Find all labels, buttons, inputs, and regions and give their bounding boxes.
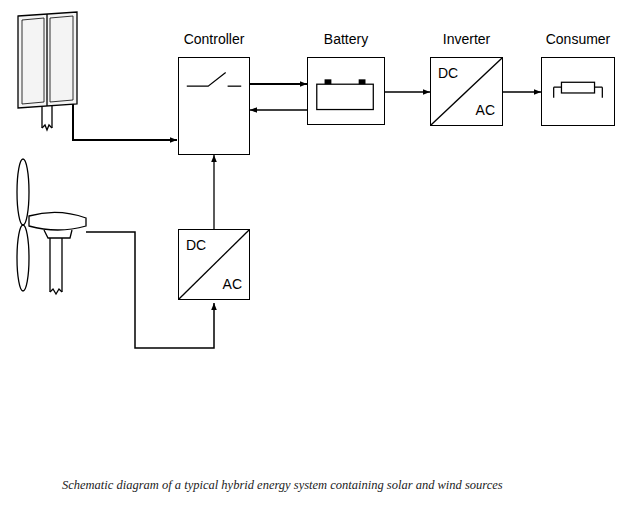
flow-arrow (250, 109, 307, 110)
battery-box: Battery (307, 57, 385, 125)
solar-wire (73, 104, 177, 140)
box-heading: Controller (184, 31, 245, 47)
box-heading: Inverter (443, 31, 490, 47)
controller-box: Controller (178, 57, 250, 155)
box-heading: Consumer (546, 31, 611, 47)
box-symbol (308, 58, 384, 126)
flow-arrow (385, 91, 430, 92)
box-heading: Battery (324, 31, 368, 47)
dc-label: DC (438, 65, 458, 81)
box-symbol (542, 58, 614, 126)
figure-caption: Schematic diagram of a typical hybrid en… (62, 478, 503, 493)
wind-turbine (17, 159, 86, 294)
wind-wire (86, 232, 214, 348)
converter-box: DC AC (178, 229, 250, 300)
solar-panel (18, 12, 77, 130)
flow-arrow (503, 91, 541, 92)
dc-label: DC (186, 237, 206, 253)
consumer-box: Consumer (541, 57, 615, 126)
ac-label: AC (223, 276, 242, 292)
box-symbol (179, 58, 249, 126)
flow-arrow (250, 83, 307, 85)
inverter-box: InverterDCAC (430, 57, 503, 126)
ac-label: AC (476, 102, 495, 118)
flow-arrow (213, 155, 214, 229)
